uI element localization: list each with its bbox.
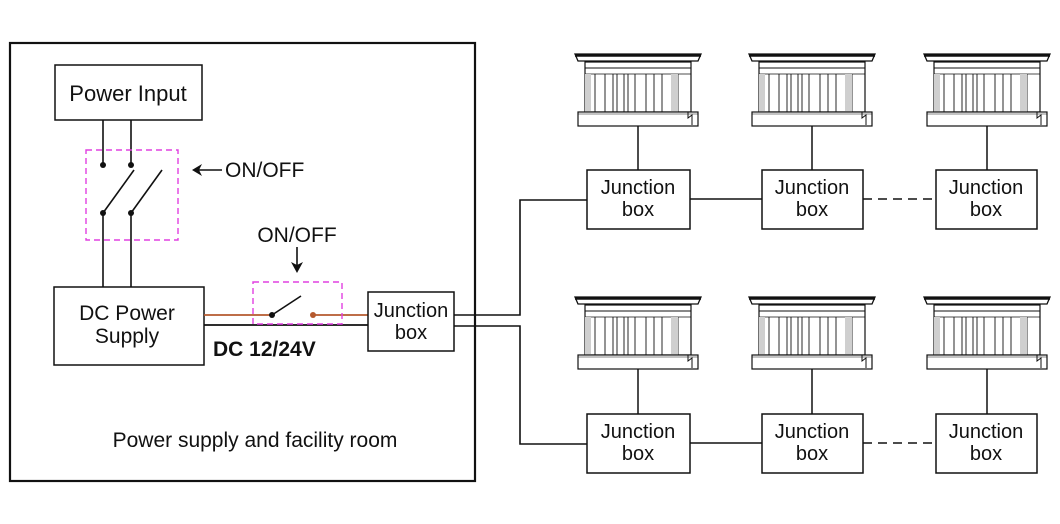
junction-box-label: Junction: [601, 177, 676, 199]
room-junction-line1: Junction: [374, 300, 449, 322]
main-switch-box: [85, 149, 179, 241]
room-junction-line2: box: [395, 322, 427, 344]
junction-box-label: box: [622, 199, 654, 221]
junction-box-bottom-3: [935, 413, 1038, 474]
dc-switch-label: ON/OFF: [257, 224, 336, 247]
light-fixture: [573, 295, 703, 371]
junction-box-label: Junction: [949, 421, 1024, 443]
light-fixture: [573, 52, 703, 128]
main-switch-contacts: [100, 162, 163, 216]
junction-box-label: Junction: [775, 177, 850, 199]
dc-switch-arrow: [291, 247, 303, 273]
main-switch-arrow: [192, 164, 222, 176]
facility-room-frame: [8, 41, 477, 483]
main-switch-label: ON/OFF: [225, 159, 304, 182]
power-input-box: [54, 64, 203, 121]
junction-box-label: box: [796, 443, 828, 465]
junction-box-label: Junction: [949, 177, 1024, 199]
junction-box-top-3: [935, 169, 1038, 230]
dc-power-supply-line2: Supply: [95, 325, 160, 348]
dc-power-supply-box: [53, 286, 205, 366]
junction-box-bottom-1: [586, 413, 691, 474]
junction-box-top-1: [586, 169, 691, 230]
dc-switch-box: [252, 281, 343, 325]
light-fixture: [747, 295, 877, 371]
junction-box-label: box: [970, 443, 1002, 465]
feed-line-bottom: [454, 325, 587, 445]
power-input-label: Power Input: [69, 81, 186, 106]
light-fixture: [747, 52, 877, 128]
junction-box-label: box: [970, 199, 1002, 221]
dc-voltage-label: DC 12/24V: [213, 338, 316, 361]
junction-box-label: Junction: [601, 421, 676, 443]
facility-room-caption: Power supply and facility room: [113, 429, 398, 452]
junction-box-bottom-2: [761, 413, 864, 474]
light-fixture: [922, 52, 1052, 128]
dc-power-supply-line1: DC Power: [79, 302, 175, 325]
feed-line-top: [454, 199, 587, 316]
room-junction-box: [367, 291, 455, 352]
junction-box-label: Junction: [775, 421, 850, 443]
junction-box-label: box: [796, 199, 828, 221]
junction-box-label: box: [622, 443, 654, 465]
light-fixture: [922, 295, 1052, 371]
dc-switch-contacts: [269, 295, 316, 318]
